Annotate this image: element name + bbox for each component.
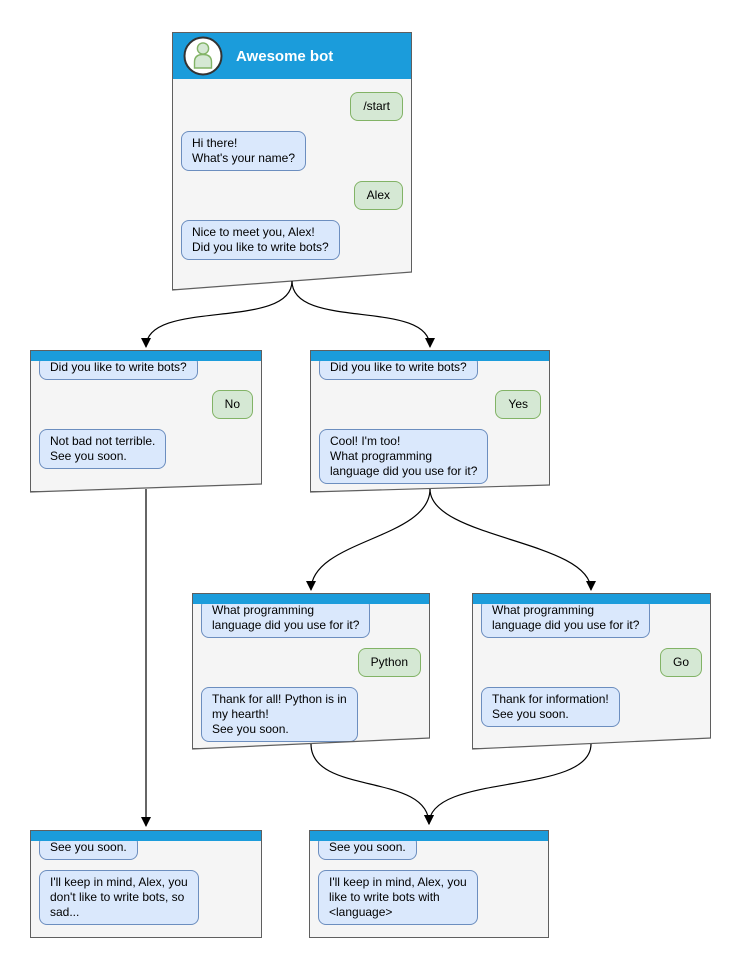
user-message: /start	[350, 92, 403, 121]
window-header-bar	[31, 351, 261, 361]
window-body: Did you like to write bots? No Not bad n…	[31, 361, 261, 469]
window-header-bar	[310, 831, 548, 841]
bot-message: I'll keep in mind, Alex, you don't like …	[39, 870, 199, 925]
connector-go-to-end-yes	[424, 743, 592, 825]
connector-yes-to-python	[306, 488, 431, 591]
window-title: Awesome bot	[236, 47, 334, 65]
window-body: Did you like to write bots? Yes Cool! I'…	[311, 361, 549, 484]
connector-start-to-yes	[291, 280, 435, 348]
chat-window-branch-no[interactable]: Did you like to write bots? No Not bad n…	[30, 350, 262, 492]
window-header-bar	[31, 831, 261, 841]
window-header-bar	[193, 594, 429, 604]
user-message: No	[212, 390, 253, 419]
window-header-bar	[473, 594, 710, 604]
window-header: Awesome bot	[173, 33, 411, 79]
window-body: See you soon. I'll keep in mind, Alex, y…	[31, 835, 261, 925]
user-message: Python	[358, 648, 421, 677]
chat-window-end-no[interactable]: See you soon. I'll keep in mind, Alex, y…	[30, 830, 262, 938]
bot-message: I'll keep in mind, Alex, you like to wri…	[318, 870, 478, 925]
bot-message: Not bad not terrible. See you soon.	[39, 429, 166, 469]
bot-message: What programming language did you use fo…	[481, 598, 650, 638]
chat-window-end-yes[interactable]: See you soon. I'll keep in mind, Alex, y…	[309, 830, 549, 938]
window-body: See you soon. I'll keep in mind, Alex, y…	[310, 835, 548, 925]
bot-message: Nice to meet you, Alex! Did you like to …	[181, 220, 340, 260]
user-message: Go	[660, 648, 702, 677]
chat-window-go[interactable]: What programming language did you use fo…	[472, 593, 711, 749]
window-body: /start Hi there! What's your name? Alex …	[173, 79, 411, 260]
chat-window-branch-yes[interactable]: Did you like to write bots? Yes Cool! I'…	[310, 350, 550, 492]
bot-message: Hi there! What's your name?	[181, 131, 306, 171]
user-message: Yes	[495, 390, 541, 419]
connector-python-to-end-yes	[310, 743, 434, 825]
bot-avatar-icon	[183, 36, 223, 76]
window-body: What programming language did you use fo…	[473, 604, 710, 727]
chat-window-start[interactable]: Awesome bot /start Hi there! What's your…	[172, 32, 412, 290]
bot-message: Thank for information! See you soon.	[481, 687, 620, 727]
bot-message: Thank for all! Python is in my hearth! S…	[201, 687, 358, 742]
bot-message: What programming language did you use fo…	[201, 598, 370, 638]
window-body: What programming language did you use fo…	[193, 604, 429, 742]
connector-yes-to-go	[429, 488, 596, 591]
window-header-bar	[311, 351, 549, 361]
bot-message: Cool! I'm too! What programming language…	[319, 429, 488, 484]
user-message: Alex	[354, 181, 403, 210]
chat-window-python[interactable]: What programming language did you use fo…	[192, 593, 430, 749]
connector-start-to-no	[141, 280, 293, 348]
